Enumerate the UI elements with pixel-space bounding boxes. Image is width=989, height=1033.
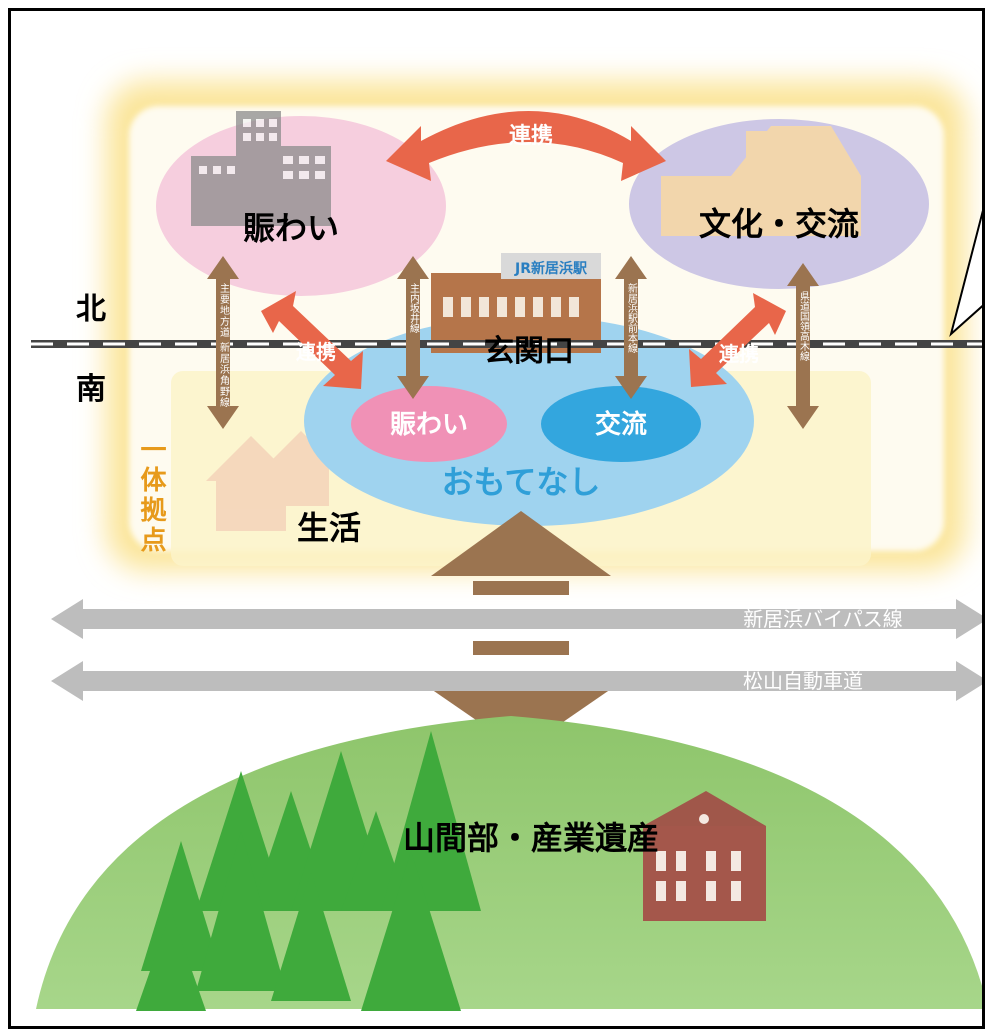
renkei-top-arrow [386,111,666,181]
station-building-icon: JR新居浜駅 [431,253,601,353]
expressway-label: 松山自動車道 [743,669,863,693]
renkei-right-label: 連携 [719,342,759,366]
culture-building-icon [661,126,861,236]
renkei-left-arrow [261,291,363,389]
building-icon [191,111,331,226]
nigiwai-top-label: 賑わい [243,209,339,247]
south-label: 南 [76,372,106,407]
nigiwai-inner-zone [351,386,507,462]
diagram-canvas: 連携 JR新居浜駅 主要地方道 新居浜角野線 主内坂井線 新居浜駅前本線 [31,81,982,1011]
road-center2-label: 新居浜駅前本線 [626,282,638,353]
gateway-label: 玄関口 [484,334,574,369]
bypass-arrow [51,599,982,639]
renkei-left-label: 連携 [296,340,336,364]
koryu-inner-label: 交流 [595,409,647,440]
north-label: 北 [76,292,106,327]
road-right-label: 県道国領高木線 [798,291,810,361]
diagram-frame: 連携 JR新居浜駅 主要地方道 新居浜角野線 主内坂井線 新居浜駅前本線 [8,8,985,1029]
mountain-hill [36,716,982,1009]
nigiwai-inner-label: 賑わい [390,410,468,440]
integrated-hub-label: 一体拠点 [136,436,166,556]
industrial-heritage-building-icon [643,791,766,921]
mountain-heritage-label: 山間部・産業遺産 [403,819,659,857]
expressway-arrow [51,661,982,701]
koryu-inner-zone [541,386,701,462]
renkei-right-arrow [689,293,786,387]
living-label: 生活 [297,509,361,547]
road-center-label: 主内坂井線 [408,283,420,333]
omotenashi-label: おもてなし [442,463,601,501]
callout-pointer [949,210,982,337]
station-sign-label: JR新居浜駅 [514,260,588,277]
road-arrows [207,256,819,429]
renkei-top-label: 連携 [509,123,553,149]
forest-trees [136,731,481,1011]
culture-exchange-label: 文化・交流 [699,205,859,243]
road-left-label: 主要地方道 新居浜角野線 [218,283,230,408]
bypass-label: 新居浜バイパス線 [743,607,903,631]
